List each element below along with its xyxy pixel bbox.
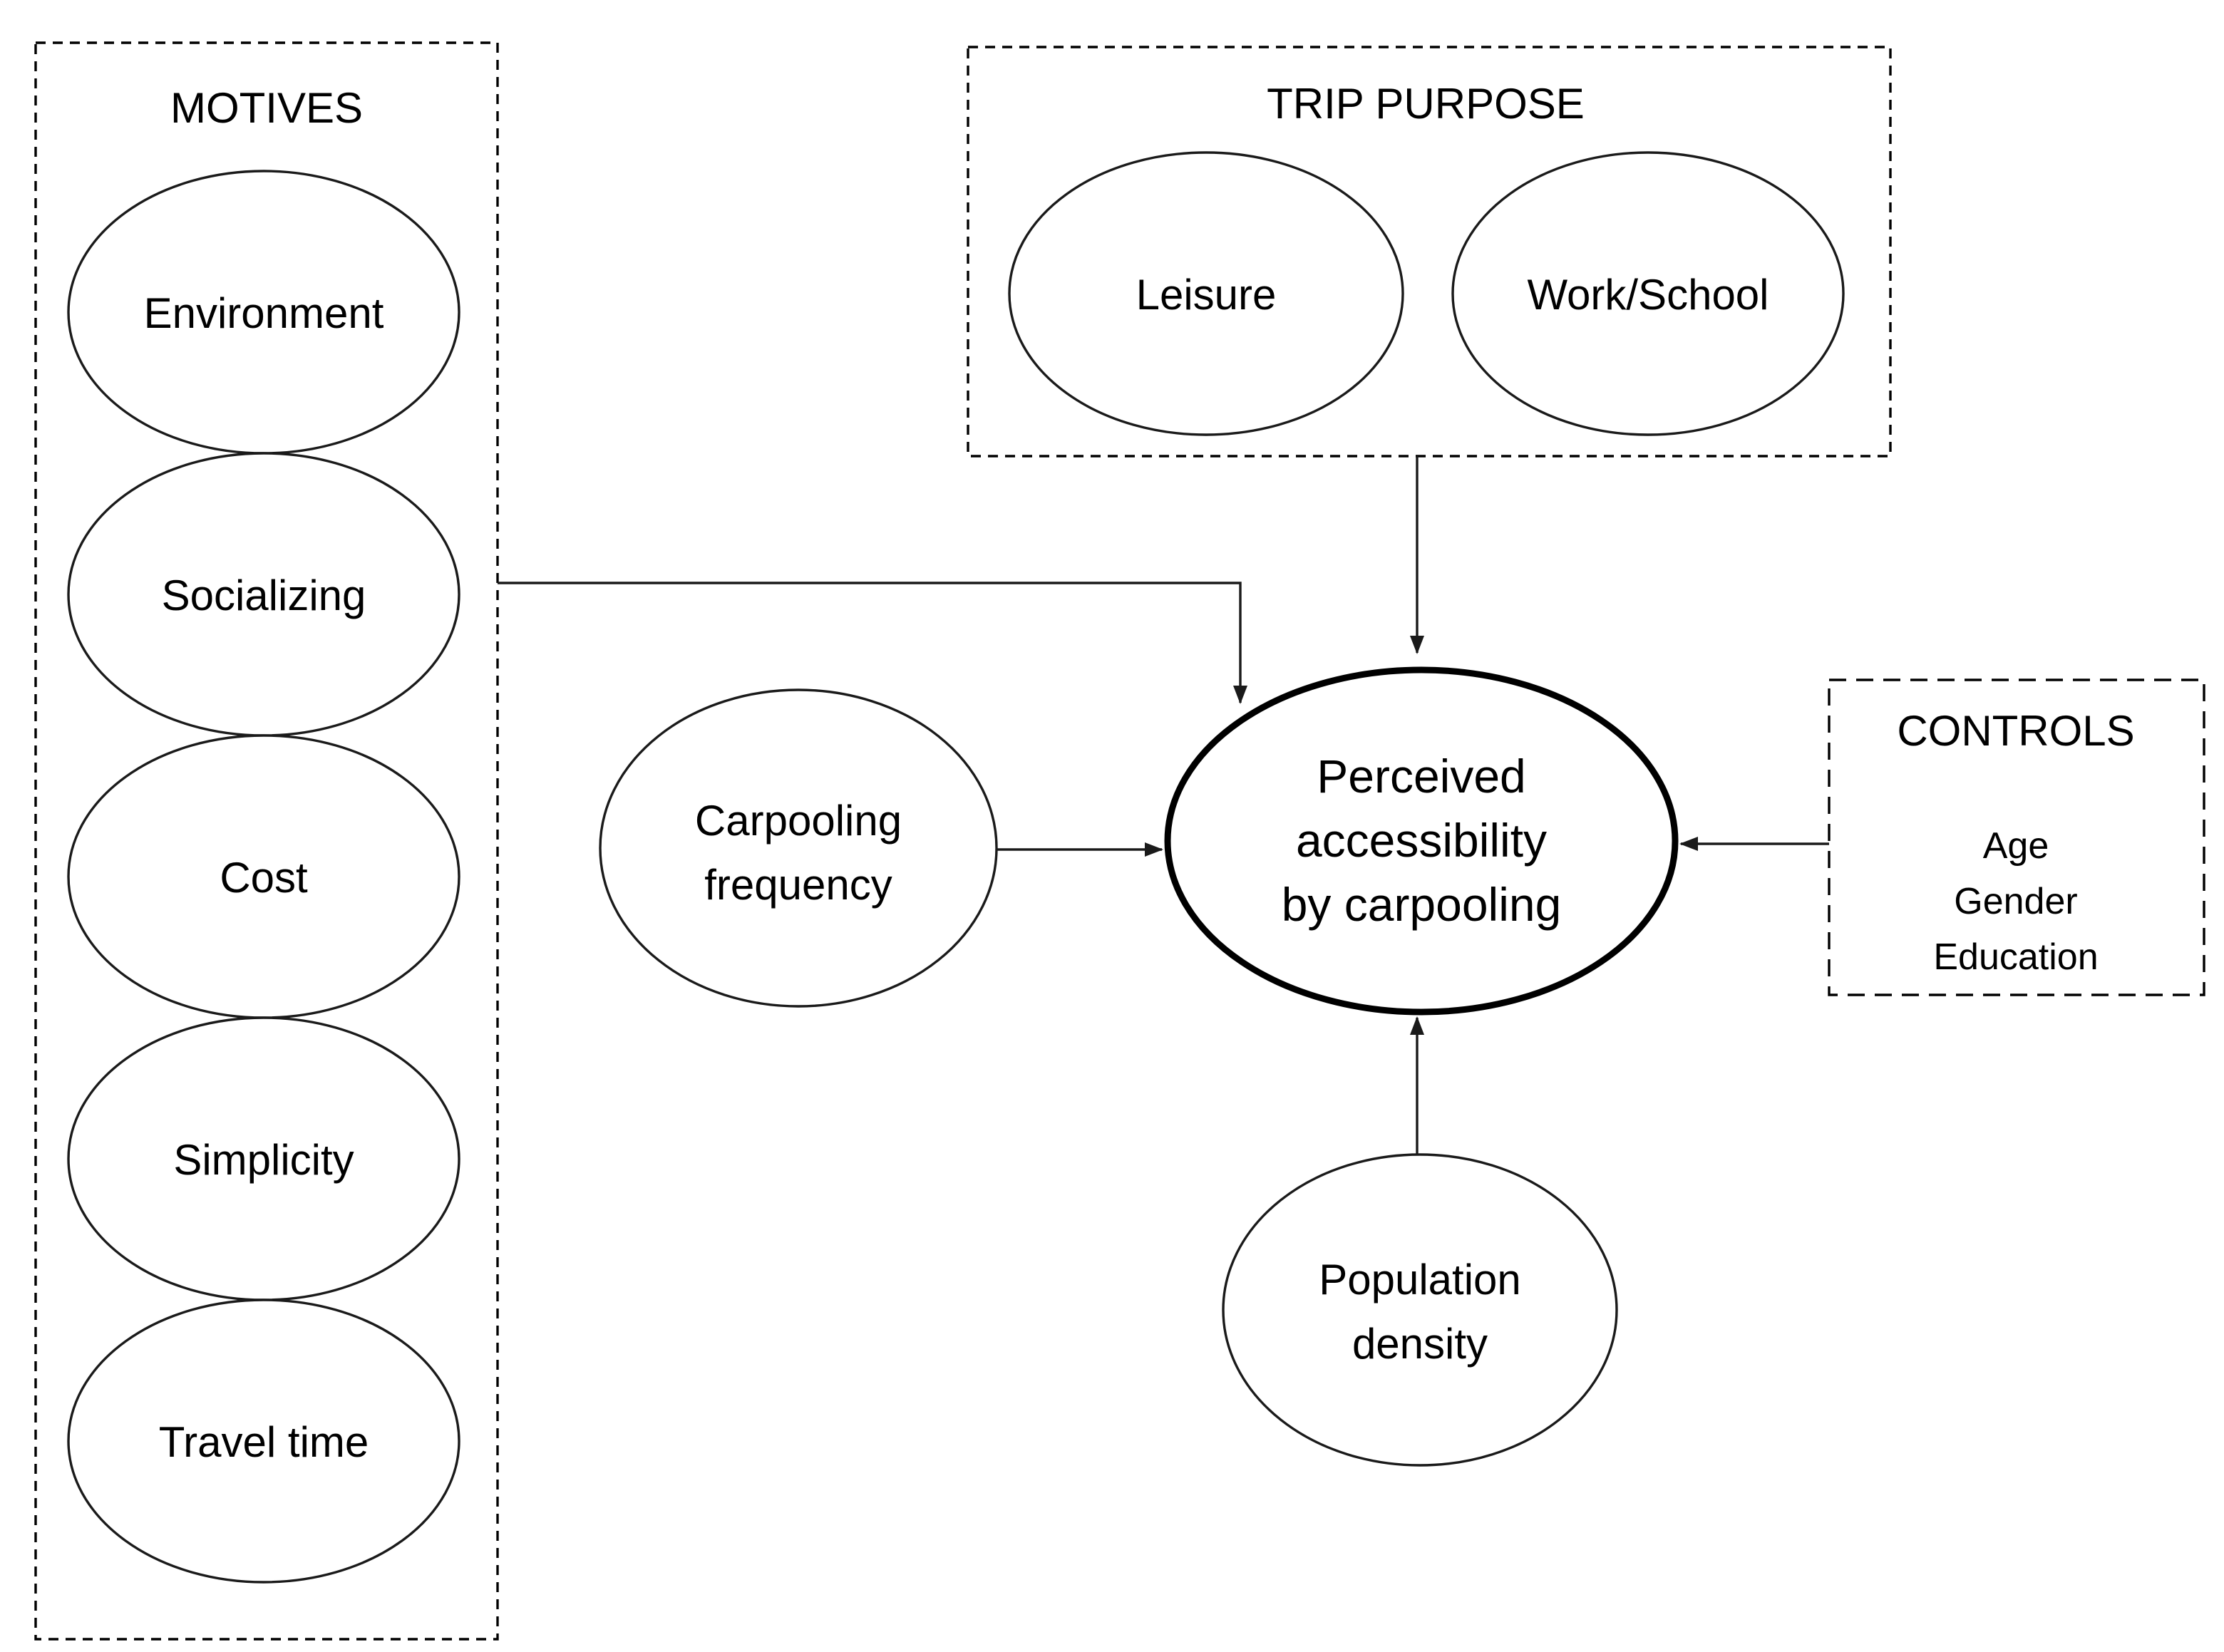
controls-item-education: Education xyxy=(1933,936,2098,978)
leisure-ellipse xyxy=(1008,151,1404,436)
cost-label: Cost xyxy=(220,854,308,902)
controls-item-gender: Gender xyxy=(1954,881,2077,922)
controls-title: CONTROLS xyxy=(1897,707,2134,755)
simplicity-label: Simplicity xyxy=(173,1136,354,1184)
outcome-label-line1: Perceived xyxy=(1317,750,1526,802)
population-density-label-line1: Population xyxy=(1319,1256,1521,1303)
edges xyxy=(498,456,1829,1155)
outcome-label-line2: accessibility xyxy=(1296,814,1547,867)
work-school-ellipse xyxy=(1451,151,1845,436)
trip-purpose-group: TRIP PURPOSE Leisure Work/School xyxy=(967,46,1892,458)
carpooling-frequency-label-line1: Carpooling xyxy=(695,797,902,845)
socializing-label: Socializing xyxy=(162,572,366,619)
motives-group: MOTIVES Environment Socializing Cost Sim… xyxy=(34,41,499,1641)
trip-purpose-title: TRIP PURPOSE xyxy=(1267,80,1585,128)
work-school-label: Work/School xyxy=(1527,271,1769,319)
carpooling-frequency-ellipse xyxy=(599,688,998,1008)
population-density-ellipse xyxy=(1222,1153,1618,1467)
travel-time-ellipse xyxy=(67,1299,460,1584)
carpooling-frequency-node: Carpooling frequency xyxy=(599,688,998,1008)
motives-to-outcome-arrow xyxy=(498,582,1247,704)
motives-box xyxy=(34,41,499,1641)
controls-item-age: Age xyxy=(1983,825,2049,867)
controls-group: CONTROLS Age Gender Education xyxy=(1828,678,2205,996)
travel-time-label: Travel time xyxy=(159,1418,369,1466)
population-density-label-line2: density xyxy=(1352,1320,1488,1368)
outcome-node: Perceived accessibility by carpooling xyxy=(1164,666,1679,1016)
controls-box xyxy=(1828,678,2205,996)
environment-label: Environment xyxy=(144,289,384,337)
outcome-label-line3: by carpooling xyxy=(1282,878,1562,931)
perceived-accessibility-ellipse xyxy=(1164,666,1679,1016)
carpooling-frequency-label-line2: frequency xyxy=(704,861,892,909)
population-density-node: Population density xyxy=(1222,1153,1618,1467)
motives-title: MOTIVES xyxy=(170,84,363,132)
leisure-label: Leisure xyxy=(1136,271,1277,319)
